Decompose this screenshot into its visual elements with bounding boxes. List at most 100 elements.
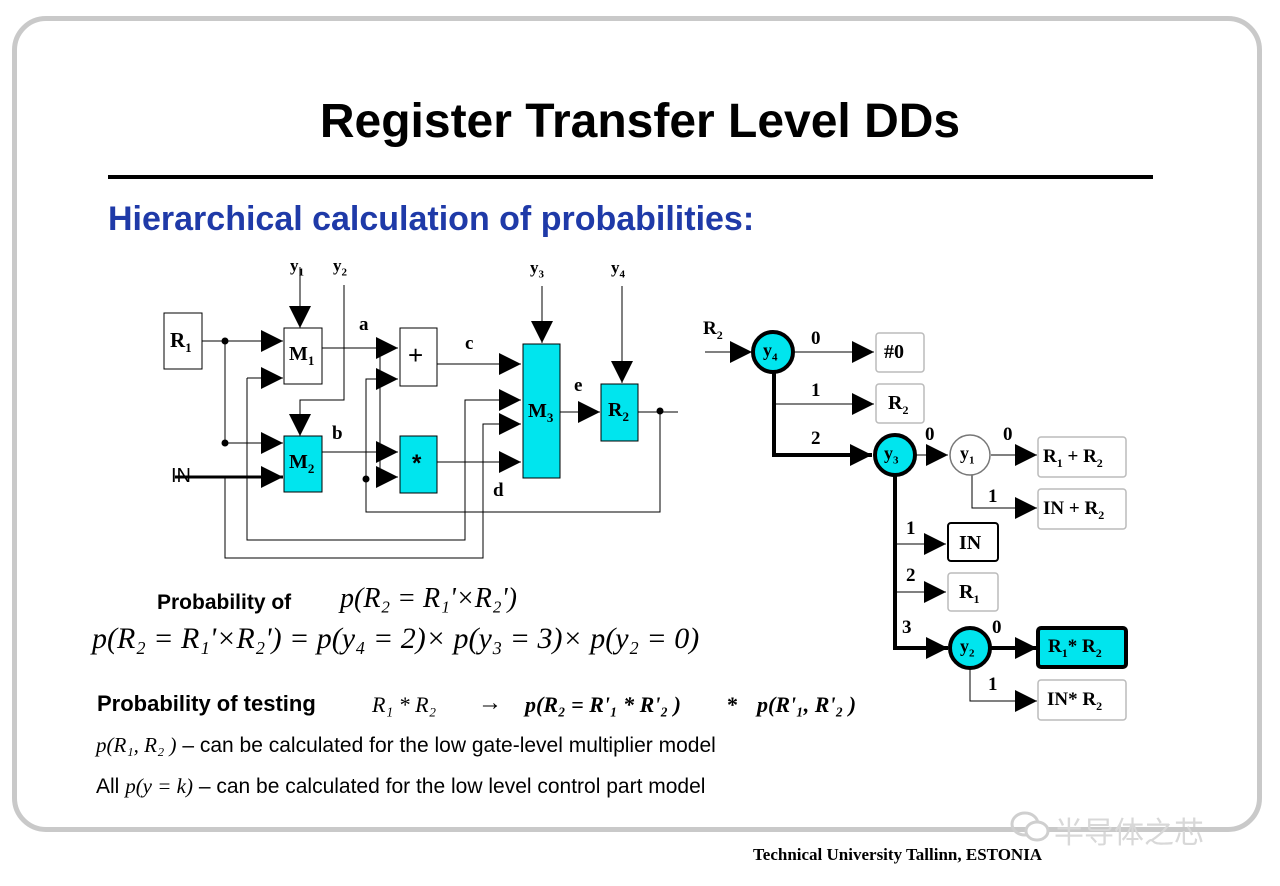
wechat-icon xyxy=(1010,811,1050,842)
dd-node-y3-label: y3 xyxy=(884,443,899,467)
terminal-zero-label: #0 xyxy=(884,341,904,363)
wire-b-label: b xyxy=(332,423,343,444)
dd-edge-y3-2 xyxy=(894,474,946,603)
terminal-r1-label: R1 xyxy=(959,581,980,606)
m2-label: M2 xyxy=(289,451,315,476)
wire-r2-to-adder xyxy=(365,368,661,513)
terminal-r2 xyxy=(875,383,925,424)
watermark-text: 半导体之芯 xyxy=(1054,816,1204,851)
decision-diagram xyxy=(705,341,1037,712)
edge-label: 1 xyxy=(988,486,998,507)
dd-edge-y4-2 xyxy=(772,371,872,466)
gate-level-note: p(R₁, R₂ ) – can be calculated for the l… xyxy=(96,733,716,757)
probability-of-expression: p(R₂ = R₁'×R₂') xyxy=(340,583,517,614)
multiplier-symbol: * xyxy=(412,450,422,477)
terminal-r1-times-r2 xyxy=(1036,626,1128,669)
wire-a-label: a xyxy=(359,314,369,335)
dd-input-label: R2 xyxy=(703,318,723,342)
dd-node-y2-label: y2 xyxy=(960,636,975,660)
y1-label: y1 xyxy=(290,256,304,279)
y2-label: y2 xyxy=(333,256,347,279)
main-probability-equation: p(R₂ = R₁'×R₂') = p(y₄ = 2)× p(y₃ = 3)× … xyxy=(92,622,700,655)
rtl-circuit xyxy=(175,267,678,559)
dd-edge-y3-1 xyxy=(894,474,946,555)
terminal-in-plus-r2-label: IN + R2 xyxy=(1043,498,1105,522)
r1-register xyxy=(163,312,203,370)
dd-terminals xyxy=(875,332,1128,721)
title-divider xyxy=(108,175,1153,179)
multiplier-block xyxy=(399,435,438,494)
dd-edge-y1-1 xyxy=(971,475,1037,519)
junction-dot xyxy=(656,407,664,415)
dd-node-y3 xyxy=(873,433,917,477)
edge-label: 0 xyxy=(811,328,821,349)
terminal-in-times-r2-label: IN* R2 xyxy=(1047,689,1103,713)
adder-block xyxy=(399,327,438,387)
testing-label: Probability of testing xyxy=(97,691,316,716)
wire-e-label: e xyxy=(574,375,583,396)
junction-dot xyxy=(221,439,229,447)
dd-edge-y4-1 xyxy=(773,371,874,415)
dd-nodes xyxy=(751,330,992,670)
slide-title: Register Transfer Level DDs xyxy=(319,95,961,148)
terminal-r1-times-r2-label: R1* R2 xyxy=(1048,636,1102,660)
edge-label: 0 xyxy=(925,424,935,445)
testing-rhs-2: p(R'₁, R'₂ ) xyxy=(757,692,857,717)
m3-label: M3 xyxy=(528,400,554,425)
arrow-symbol: → xyxy=(478,690,502,716)
dd-node-y1 xyxy=(949,434,991,476)
m2-multiplexer xyxy=(283,435,323,493)
m1-multiplexer xyxy=(283,327,323,385)
junction-dot xyxy=(362,475,370,483)
terminal-in xyxy=(947,522,999,562)
dd-node-y4 xyxy=(751,330,795,374)
footer-institution: Technical University Tallinn, ESTONIA xyxy=(753,845,1043,864)
junction-dot xyxy=(376,448,384,456)
y3-label: y3 xyxy=(530,258,544,281)
r1-label: R1 xyxy=(170,328,192,356)
edge-label: 0 xyxy=(992,617,1002,638)
in-label: IN xyxy=(171,465,191,487)
wire-y2-to-m2 xyxy=(289,285,345,436)
terminal-in-times-r2 xyxy=(1037,679,1127,721)
terminal-r2-label: R2 xyxy=(888,392,909,417)
wire-d-label: d xyxy=(493,480,504,501)
wire-r1-to-m2 xyxy=(224,341,283,454)
edge-label: 0 xyxy=(1003,424,1013,445)
testing-expression: R₁ * R₂ xyxy=(372,692,437,717)
dd-edge-y3-3 xyxy=(893,474,948,659)
r2-register xyxy=(600,383,639,442)
edge-label: 1 xyxy=(988,674,998,695)
terminal-r1-plus-r2-label: R1 + R2 xyxy=(1043,446,1103,470)
edge-label: 3 xyxy=(902,617,912,638)
y4-label: y4 xyxy=(611,258,625,281)
edge-label: 1 xyxy=(811,380,821,401)
dd-node-y2 xyxy=(948,626,992,670)
probability-of-label: Probability of xyxy=(157,591,292,614)
terminal-in-plus-r2 xyxy=(1037,488,1127,530)
testing-rhs-1: p(R₂ = R'₁ * R'₂ ) xyxy=(525,692,681,717)
dd-node-y4-label: y4 xyxy=(763,340,778,364)
edge-label: 2 xyxy=(906,565,916,586)
m1-label: M1 xyxy=(289,343,315,368)
terminal-in-label: IN xyxy=(959,532,982,554)
adder-symbol: + xyxy=(408,340,424,370)
m3-multiplexer xyxy=(522,343,561,479)
dd-edge-y2-1 xyxy=(969,668,1037,712)
slide-subtitle: Hierarchical calculation of probabilitie… xyxy=(108,200,755,238)
wire-c-label: c xyxy=(465,333,474,354)
terminal-r1-plus-r2 xyxy=(1037,436,1127,478)
terminal-zero xyxy=(875,332,925,373)
r2-block-label: R2 xyxy=(608,399,629,424)
slide-frame xyxy=(12,16,1262,832)
wire-in-to-m3 xyxy=(224,413,521,559)
edge-label: 2 xyxy=(811,428,821,449)
terminal-r1 xyxy=(947,572,999,612)
dd-node-y1-label: y1 xyxy=(960,443,975,467)
circuit-junctions xyxy=(221,337,664,483)
testing-star: * xyxy=(727,692,738,717)
circuit-blocks xyxy=(163,312,639,494)
wire-feedback-m3 xyxy=(246,378,521,541)
wire-a-branch xyxy=(376,348,398,488)
